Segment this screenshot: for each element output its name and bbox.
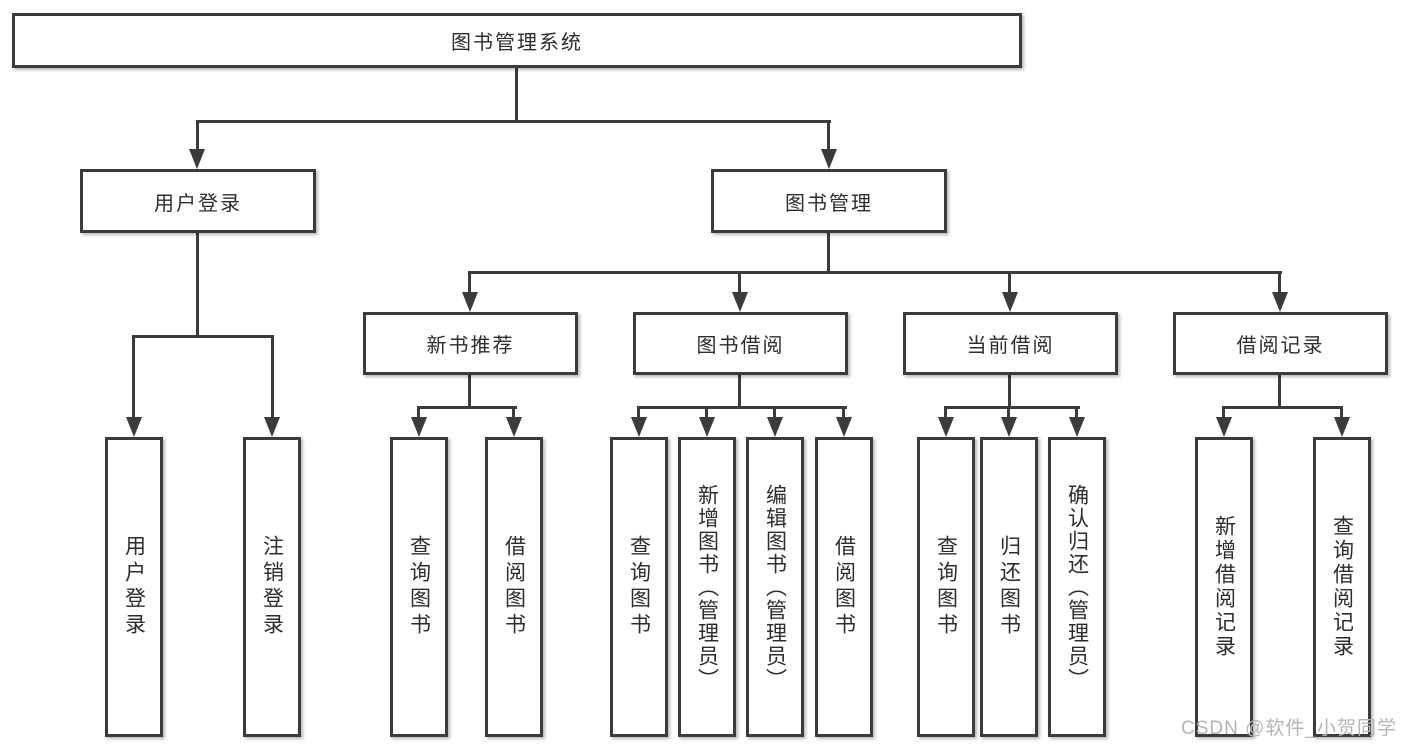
arrow-to-leaf-query-book-2 <box>631 417 647 437</box>
node-root-label: 图书管理系统 <box>451 32 583 54</box>
connector-bookmgmt-stem <box>827 233 830 274</box>
node-leaf-query-record: 查询借阅记录 <box>1313 437 1371 737</box>
node-leaf-query-record-label: 查询借阅记录 <box>1330 515 1354 659</box>
node-current-borrow: 当前借阅 <box>903 312 1118 375</box>
node-leaf-query-book-3-label: 查询图书 <box>934 535 958 639</box>
connector-bookmgmt-drop-2 <box>738 271 741 293</box>
connector-currentborrow-branch <box>944 406 1080 409</box>
node-borrow-record-label: 借阅记录 <box>1236 335 1325 357</box>
node-leaf-query-book-2-label: 查询图书 <box>627 535 651 639</box>
node-book-mgmt: 图书管理 <box>711 169 947 233</box>
arrow-to-leaf-query-book-3 <box>938 417 954 437</box>
arrow-to-leaf-logout <box>264 417 280 437</box>
arrow-to-leaf-add-book <box>699 417 715 437</box>
node-leaf-edit-book-label: 编辑图书（管理员） <box>763 483 787 691</box>
connector-borrowrecord-drop-2 <box>1340 406 1343 419</box>
node-leaf-logout-label: 注销登录 <box>260 535 284 639</box>
connector-bookborrow-drop-3 <box>773 406 776 419</box>
node-book-mgmt-label: 图书管理 <box>785 192 873 215</box>
node-leaf-return-book: 归还图书 <box>980 437 1038 737</box>
connector-currentborrow-drop-1 <box>944 406 947 419</box>
node-leaf-edit-book: 编辑图书（管理员） <box>746 437 804 737</box>
node-leaf-add-record: 新增借阅记录 <box>1195 437 1253 737</box>
node-leaf-borrow-book-1-label: 借阅图书 <box>502 535 526 639</box>
node-borrow-record: 借阅记录 <box>1173 312 1388 375</box>
connector-borrowrecord-stem <box>1278 375 1281 409</box>
arrow-to-leaf-confirm-return <box>1069 417 1085 437</box>
connector-bookborrow-stem <box>738 375 741 409</box>
node-leaf-borrow-book-2: 借阅图书 <box>815 437 873 737</box>
connector-currentborrow-drop-2 <box>1007 406 1010 419</box>
arrow-to-leaf-edit-book <box>767 417 783 437</box>
arrow-to-leaf-user-login <box>126 417 142 437</box>
connector-bookmgmt-drop-3 <box>1008 271 1011 293</box>
connector-bookborrow-drop-2 <box>705 406 708 419</box>
arrow-to-leaf-borrow-book-1 <box>506 417 522 437</box>
node-current-borrow-label: 当前借阅 <box>966 335 1055 357</box>
arrow-to-new-book-rec <box>462 292 478 312</box>
node-leaf-confirm-return-label: 确认归还（管理员） <box>1065 483 1089 691</box>
node-leaf-borrow-book-1: 借阅图书 <box>485 437 543 737</box>
connector-userlogin-branch <box>132 335 274 338</box>
connector-bookborrow-drop-4 <box>842 406 845 419</box>
node-leaf-query-book-3: 查询图书 <box>917 437 975 737</box>
connector-root-left-drop <box>196 120 199 150</box>
connector-newbookrec-drop-2 <box>512 406 515 419</box>
arrow-to-leaf-query-book-1 <box>411 417 427 437</box>
connector-bookmgmt-drop-1 <box>468 271 471 293</box>
connector-userlogin-drop-1 <box>132 335 135 418</box>
node-root: 图书管理系统 <box>12 13 1022 68</box>
connector-bookmgmt-drop-4 <box>1278 271 1281 293</box>
connector-bookborrow-branch <box>637 406 847 409</box>
arrow-to-borrow-record <box>1272 292 1288 312</box>
node-leaf-add-book: 新增图书（管理员） <box>678 437 736 737</box>
node-new-book-rec-label: 新书推荐 <box>426 335 515 357</box>
connector-borrowrecord-branch <box>1222 406 1343 409</box>
node-leaf-logout: 注销登录 <box>243 437 301 737</box>
arrow-to-leaf-query-record <box>1334 417 1350 437</box>
connector-root-right-drop <box>827 120 830 150</box>
node-user-login: 用户登录 <box>80 169 316 233</box>
node-book-borrow: 图书借阅 <box>633 312 848 375</box>
node-leaf-user-login-label: 用户登录 <box>122 535 146 639</box>
arrow-to-book-borrow <box>732 292 748 312</box>
node-leaf-return-book-label: 归还图书 <box>997 535 1021 639</box>
node-book-borrow-label: 图书借阅 <box>696 335 785 357</box>
node-new-book-rec: 新书推荐 <box>363 312 578 375</box>
connector-newbookrec-drop-1 <box>417 406 420 419</box>
connector-bookborrow-drop-1 <box>637 406 640 419</box>
node-user-login-label: 用户登录 <box>154 192 242 215</box>
arrow-to-leaf-borrow-book-2 <box>836 417 852 437</box>
connector-currentborrow-stem <box>1008 375 1011 409</box>
connector-bookmgmt-branch <box>468 271 1282 274</box>
node-leaf-add-book-label: 新增图书（管理员） <box>695 483 719 691</box>
connector-root-branch <box>196 120 831 123</box>
connector-borrowrecord-drop-1 <box>1222 406 1225 419</box>
node-leaf-query-book-1: 查询图书 <box>390 437 448 737</box>
connector-userlogin-drop-2 <box>271 335 274 418</box>
connector-currentborrow-drop-3 <box>1075 406 1078 419</box>
arrow-to-book-mgmt <box>821 149 837 169</box>
arrow-to-leaf-return-book <box>1001 417 1017 437</box>
csdn-watermark: CSDN @软件_小贺同学 <box>1181 718 1397 739</box>
arrow-to-current-borrow <box>1002 292 1018 312</box>
node-leaf-user-login: 用户登录 <box>105 437 163 737</box>
node-leaf-confirm-return: 确认归还（管理员） <box>1048 437 1106 737</box>
connector-userlogin-stem <box>196 233 199 338</box>
node-leaf-query-book-2: 查询图书 <box>610 437 668 737</box>
arrow-to-user-login <box>189 149 205 169</box>
connector-newbookrec-branch <box>417 406 517 409</box>
arrow-to-leaf-add-record <box>1216 417 1232 437</box>
node-leaf-add-record-label: 新增借阅记录 <box>1212 515 1236 659</box>
connector-root-stem <box>515 68 518 123</box>
node-leaf-borrow-book-2-label: 借阅图书 <box>832 535 856 639</box>
node-leaf-query-book-1-label: 查询图书 <box>407 535 431 639</box>
connector-newbookrec-stem <box>468 375 471 409</box>
